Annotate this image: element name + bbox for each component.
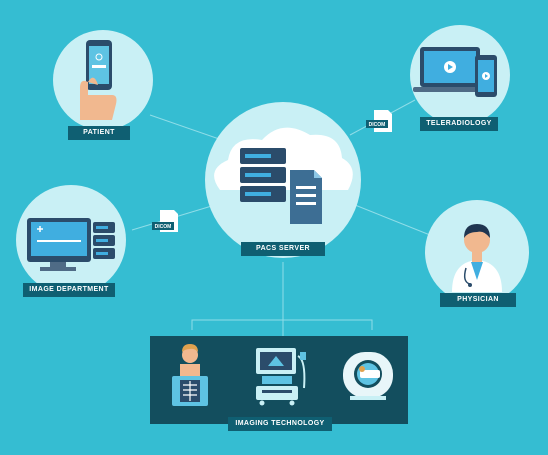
teleradiology-label: TELERADIOLOGY [420,117,498,131]
mri-scanner-icon [343,352,393,400]
laptop-tablet-icon [413,47,497,97]
line-patient-server [149,114,223,141]
physician-label: PHYSICIAN [440,293,516,307]
xray-patient-icon [172,344,208,406]
doctor-icon [452,224,502,292]
line-imaging-branch [191,319,373,330]
line-server-physician [354,204,431,236]
dicom-badge-teleradiology: DICOM [369,122,386,128]
ultrasound-machine-icon [256,348,306,406]
server-cloud-document-icon [214,127,353,224]
dicom-document-icon-teleradiology: DICOM [366,110,392,132]
patient-label: PATIENT [68,126,130,140]
image-department-label: IMAGE DEPARTMENT [23,283,115,297]
dicom-badge-image-department: DICOM [155,224,172,230]
imaging-technology-label: IMAGING TECHNOLOGY [228,417,332,431]
pacs-server-label: PACS SERVER [241,242,325,256]
dicom-document-icon-image-department: DICOM [152,210,178,232]
workstation-monitor-icon [27,218,115,271]
hand-phone-icon [80,40,117,120]
